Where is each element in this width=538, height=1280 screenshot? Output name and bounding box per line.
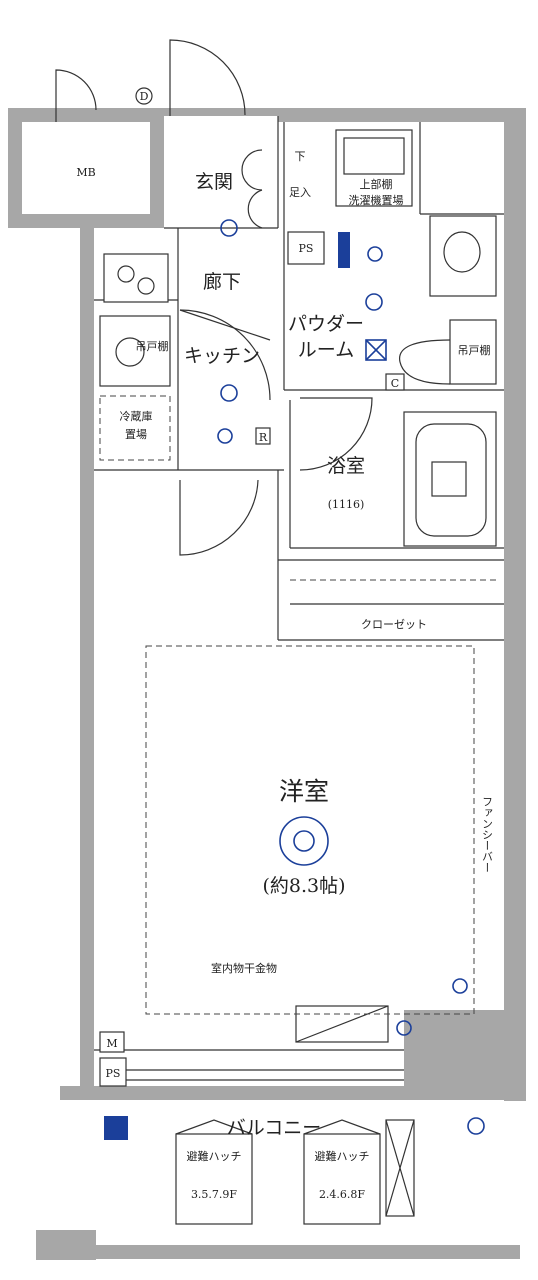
balcony-light-icon (467, 1117, 485, 1135)
svg-text:PS: PS (106, 1067, 121, 1080)
washer-label-2: 洗濯機置場 (349, 193, 404, 207)
balcony-light-icon (104, 1116, 128, 1140)
svg-text:PS: PS (299, 242, 314, 255)
hanging-shelf-left-label: 吊戸棚 (136, 339, 169, 353)
washer-label-1: 上部棚 (360, 177, 393, 191)
ps-upper: PS (287, 231, 325, 265)
mb-label: MB (76, 166, 95, 179)
hanging-shelf-right-label: 吊戸棚 (458, 343, 491, 357)
hatch-right-floors: 2.4.6.8F (319, 1188, 365, 1201)
svg-text:M: M (106, 1037, 117, 1050)
outlet-icon (367, 246, 383, 262)
outer-walls (8, 108, 526, 1260)
indoor-drying-label: 室内物干金物 (211, 961, 277, 975)
closet-label: クローゼット (361, 618, 427, 631)
svg-text:C: C (391, 377, 399, 390)
ps-lower: PS (99, 1057, 127, 1087)
western-room-size-label: (約8.3帖) (262, 875, 345, 897)
hatch-right-title: 避難ハッチ (315, 1149, 370, 1163)
hatch-left-floors: 3.5.7.9F (191, 1188, 237, 1201)
outlet-icon (452, 978, 468, 994)
outlet-icon (217, 428, 233, 444)
range-hood-symbol: R (255, 427, 271, 445)
doorbell-symbol: D (135, 87, 153, 105)
shoe-box-label-top: 下 (295, 150, 306, 163)
electrical-symbols (104, 219, 485, 1140)
powder-room-label-2: ルーム (298, 339, 354, 361)
kitchen-label: キッチン (184, 345, 260, 367)
ceiling-light-icon (220, 384, 238, 402)
hatch-left-title: 避難ハッチ (187, 1149, 242, 1163)
outlet-icon (396, 1020, 412, 1036)
shoe-box-label-bottom: 足入 (289, 186, 311, 199)
fridge-label-1: 冷蔵庫 (120, 409, 153, 423)
svg-text:D: D (140, 90, 149, 103)
entrance-label: 玄関 (195, 171, 233, 193)
powder-room-label-1: パウダー (288, 313, 364, 335)
control-panel-symbol: C (385, 373, 405, 391)
bath-label: 浴室 (327, 455, 365, 477)
ceiling-light-icon (365, 293, 383, 311)
svg-text:R: R (259, 431, 268, 444)
meter-symbol: M (99, 1031, 125, 1053)
ceiling-light-icon (220, 219, 238, 237)
doors (55, 39, 373, 556)
lan-outlet-icon (338, 232, 350, 268)
bath-size-label: (1116) (328, 498, 365, 511)
fixtures (99, 129, 500, 1225)
hallway-label: 廊下 (203, 271, 241, 293)
fancy-bar-label: ファンシーバー (481, 796, 494, 873)
ventilation-fan-icon (365, 339, 387, 361)
ceiling-light-icon (279, 816, 329, 866)
fridge-label-2: 置場 (125, 428, 147, 441)
western-room-label: 洋室 (279, 777, 329, 806)
balcony-label: バルコニー (227, 1117, 322, 1139)
